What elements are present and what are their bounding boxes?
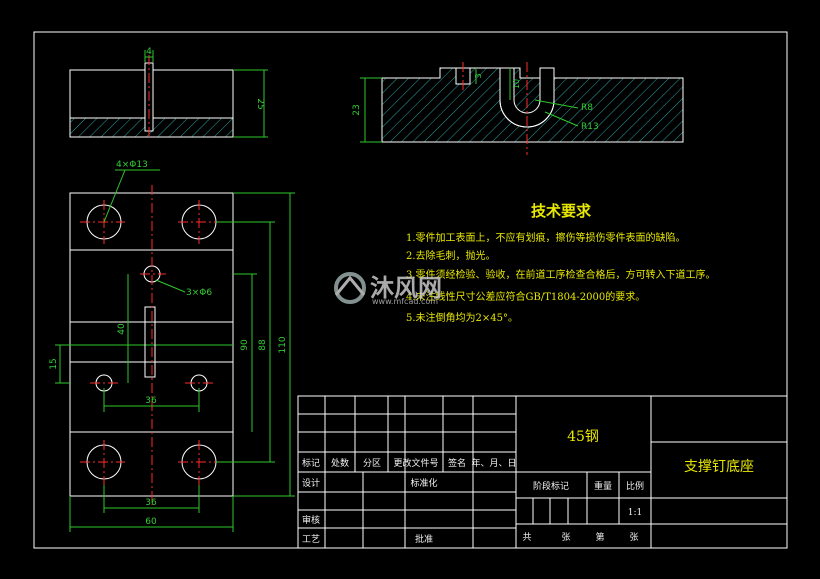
header-cell: 分区 [363,458,381,469]
scale-value: 1:1 [628,508,642,518]
dim-section-a: 3 [474,73,483,78]
watermark-url: www.mfcad.com [372,297,438,306]
dim-span-36: 36 [145,498,157,508]
dim-holes-small: 3×Φ6 [186,288,212,298]
tech-item: 1.零件加工表面上，不应有划痕，擦伤等损伤零件表面的缺陷。 [406,231,686,244]
section-view: 23 3 10 R8 R13 [352,62,684,155]
stage-mark-label: 阶段标记 [533,480,569,492]
header-cell: 年、月、日 [471,457,516,469]
tech-item: 5.未注倒角均为2×45°。 [406,311,518,324]
header-cell: 处数 [331,457,349,469]
sheets-total-label: 共 [522,532,531,543]
dim-slot-length: 40 [117,323,127,335]
process-label: 工艺 [302,534,320,545]
dim-span-36-small: 36 [145,396,157,406]
header-cell: 签名 [448,457,466,469]
title-block: 45钢 支撑钉底座 标记 处数 分区 更改文件号 签名 年、月、日 设计 标准化… [297,395,788,549]
dim-radius-outer: R8 [581,103,593,113]
dim-height-110: 110 [278,336,288,353]
tech-item: 4.未注线性尺寸公差应符合GB/T1804-2000的要求。 [406,290,645,303]
review-label: 审核 [302,514,320,526]
header-cell: 更改文件号 [393,457,438,469]
dim-width-60: 60 [145,517,157,527]
design-label: 设计 [302,477,320,489]
dim-radius-inner: R13 [581,122,599,132]
tech-item: 2.去除毛刺，抛光。 [406,249,496,262]
dim-slot-width: 4 [146,47,152,57]
dim-offset-15: 15 [49,358,59,369]
tech-title: 技术要求 [531,202,592,220]
sheet-end-label: 张 [629,532,638,543]
tech-item: 3.零件须经检验、验收，在前道工序检查合格后，方可转入下道工序。 [406,268,716,281]
watermark-logo-icon [334,272,366,304]
dim-holes-large: 4×Φ13 [116,160,148,170]
sheet-label: 张 [561,532,570,543]
header-cell: 标记 [302,457,320,469]
section-body [381,67,684,143]
part-name: 支撑钉底座 [684,459,754,475]
dim-height-90: 90 [240,339,250,351]
dim-section-height: 23 [352,104,362,115]
watermark-brand: 沐风网 [370,274,442,302]
scale-label: 比例 [626,480,644,492]
front-view: 4 25 [69,47,268,140]
weight-label: 重量 [594,480,612,492]
top-view: 4×Φ13 3×Φ6 40 15 36 36 60 90 88 [49,160,295,532]
top-slot [144,306,156,378]
dim-section-b: 10 [512,79,521,89]
dim-height-88: 88 [258,339,268,351]
watermark: 沐风网 www.mfcad.com [334,272,442,306]
tech-requirements: 技术要求 1.零件加工表面上，不应有划痕，擦伤等损伤零件表面的缺陷。 2.去除毛… [406,202,716,324]
dim-front-height: 25 [255,98,265,109]
standardization-label: 标准化 [410,477,437,489]
material: 45钢 [567,429,599,445]
sheet-no-label: 第 [595,531,604,543]
approve-label: 批准 [415,533,433,545]
